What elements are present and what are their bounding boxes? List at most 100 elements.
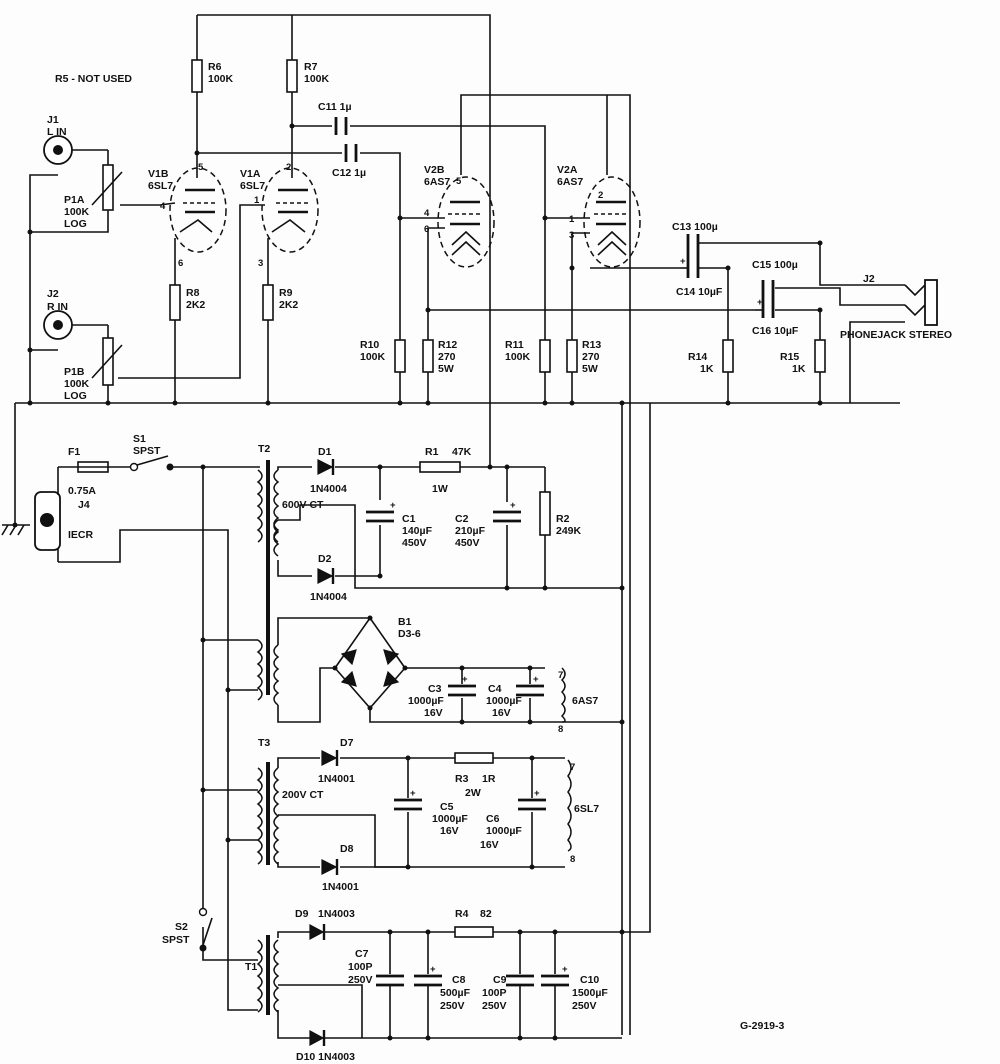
label-J1-in: L IN [47,126,67,138]
value-R14: 1K [700,363,714,375]
value-R9: 2K2 [279,299,298,311]
volt-C9: 250V [482,1000,507,1012]
volt-C4: 16V [492,707,511,719]
label-P1B: P1B [64,366,85,378]
pin-v2a-cathode: 3 [569,230,574,241]
capacitor-C7 [376,974,404,987]
resistor-R15 [814,339,826,373]
type-V2B: 6AS7 [424,176,450,188]
capacitor-C13 [680,234,700,278]
label-R9: R9 [279,287,293,299]
capacitor-C4 [516,684,544,697]
label-V2B: V2B [424,164,445,176]
capacitor-C6 [518,798,546,811]
switch-S1 [129,455,174,472]
part-B1: D3-6 [398,628,421,640]
label-S2: S2 [175,921,188,933]
value-R1: 47K [452,446,472,458]
label-V1A: V1A [240,168,261,180]
label-C6: C6 [486,813,500,825]
value-P1A: 100K [64,206,90,218]
label-T1: T1 [245,961,257,973]
volt-C10: 250V [572,1000,597,1012]
value-R6: 100K [208,73,234,85]
resistor-R14 [722,339,734,373]
watt-R3: 2W [465,787,481,799]
label-200v: 200V CT [282,789,324,801]
pin-8-6sl7: 8 [570,854,575,865]
pin-v1b-plate: 5 [198,162,204,173]
diode-D1 [317,459,335,475]
transformer-T3 [256,762,280,865]
transformer-T1 [256,935,280,1015]
resistor-R12 [422,339,434,373]
label-R7: R7 [304,61,318,73]
pin-v2a-grid: 1 [569,214,575,225]
resistor-R9 [262,284,274,321]
label-C9: C9 [493,974,507,986]
part-D2: 1N4004 [310,591,347,603]
label-C1: C1 [402,513,416,525]
taper-P1A: LOG [64,218,87,230]
diode-D7 [321,750,339,766]
tube-V1A [261,167,319,253]
capacitor-C15 [755,280,775,318]
part-D9: 1N4003 [318,908,355,920]
value-P1B: 100K [64,378,90,390]
pin-v1a-cathode: 3 [258,258,263,269]
svg-text:+: + [562,964,568,975]
type-V1B: 6SL7 [148,180,173,192]
volt-C1: 450V [402,537,427,549]
label-R3: R3 [455,773,469,785]
heater-6AS7-bracket [560,667,566,723]
note-r5: R5 - NOT USED [55,73,132,85]
transformer-T2 [256,460,280,706]
label-C10: C10 [580,974,599,986]
tube-V2B [437,176,495,268]
pin-v1a-grid: 1 [254,195,260,206]
bridge-rectifier-B1 [333,617,407,710]
diode-D8 [321,859,339,875]
svg-text:+: + [430,964,436,975]
value-C3: 1000µF [408,695,444,707]
svg-text:+: + [390,500,396,511]
label-J2-jack: J2 [863,273,875,285]
iec-inlet-J4 [34,467,61,562]
value-R8: 2K2 [186,299,205,311]
label-D1: D1 [318,446,332,458]
label-V2A: V2A [557,164,578,176]
diode-D9 [309,923,326,941]
value-C6: 1000µF [486,825,522,837]
capacitor-C10 [541,974,569,987]
value-R11: 100K [505,351,531,363]
value-C2: 210µF [455,525,486,537]
label-R6: R6 [208,61,222,73]
fuse-F1 [77,461,109,473]
volt-C2: 450V [455,537,480,549]
resistor-R1 [419,461,461,473]
value-C5: 1000µF [432,813,468,825]
polarity-marks: + + + + + + + + + + [390,256,763,975]
pin-8-6as7: 8 [558,724,563,735]
resistor-R2 [539,491,551,536]
tube-V1B [169,167,227,253]
svg-text:+: + [510,500,516,511]
part-D8: 1N4001 [322,881,359,893]
labels: R5 - NOT USED R6 100K R7 100K C11 1µ C12… [47,61,952,1063]
pin-v2b-plate: 5 [456,176,462,187]
label-C4: C4 [488,683,502,695]
value-R2: 249K [556,525,582,537]
svg-text:+: + [680,256,686,267]
label-T2: T2 [258,443,270,455]
pin-7-6as7: 7 [558,670,563,681]
watt-R12: 5W [438,363,454,375]
capacitor-C11 [334,117,348,135]
label-R4: R4 [455,908,469,920]
resistor-R13 [566,339,578,373]
svg-text:+: + [533,674,539,685]
value-R13: 270 [582,351,600,363]
label-6as7-heater: 6AS7 [572,695,598,707]
value-C1: 140µF [402,525,433,537]
transformers [256,460,280,1015]
